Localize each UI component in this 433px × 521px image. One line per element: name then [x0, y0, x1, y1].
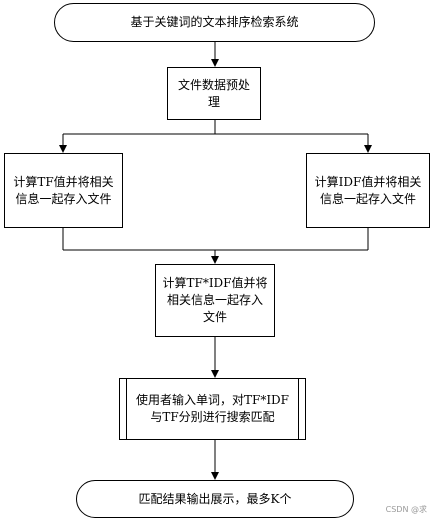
tf-node: 计算TF值并将相关信息一起存入文件	[4, 153, 123, 228]
watermark: CSDN @求	[385, 505, 427, 514]
idf-node: 计算IDF值并将相关信息一起存入文件	[306, 153, 430, 228]
idf-label: 计算IDF值并将相关信息一起存入文件	[314, 174, 422, 206]
end-node: 匹配结果输出展示，最多K个	[76, 480, 354, 518]
tf-label: 计算TF值并将相关信息一起存入文件	[13, 174, 114, 206]
query-label: 使用者输入单词，对TF*IDF与TF分别进行搜索匹配	[135, 393, 290, 424]
end-label: 匹配结果输出展示，最多K个	[138, 491, 292, 506]
preprocess-label: 文件数据预处理	[177, 77, 250, 109]
tfidf-node: 计算TF*IDF值并将相关信息一起存入文件	[155, 264, 275, 337]
preprocess-node: 文件数据预处理	[167, 67, 261, 120]
tfidf-label: 计算TF*IDF值并将相关信息一起存入文件	[162, 276, 268, 324]
start-label: 基于关键词的文本排序检索系统	[130, 15, 299, 29]
query-node: 使用者输入单词，对TF*IDF与TF分别进行搜索匹配	[119, 378, 306, 440]
start-node: 基于关键词的文本排序检索系统	[54, 3, 375, 42]
